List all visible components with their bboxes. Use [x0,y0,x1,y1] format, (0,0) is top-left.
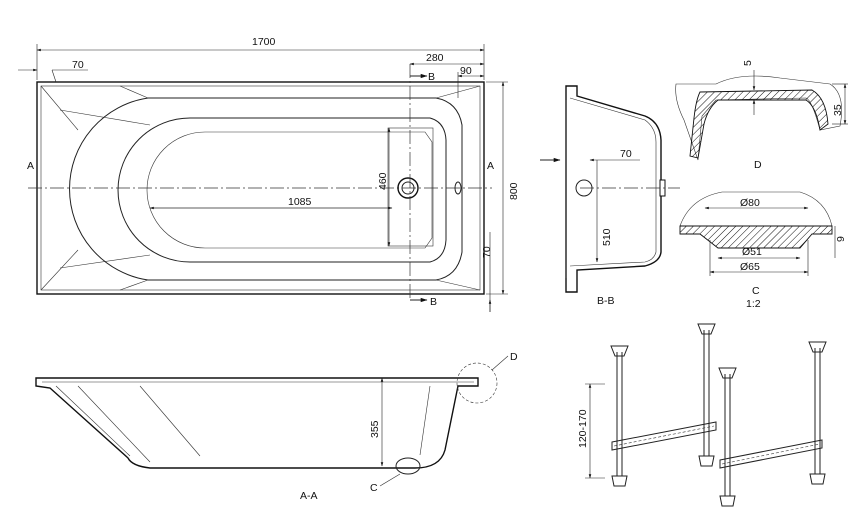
dim-70-right: 70 [481,246,493,258]
dim-800: 800 [508,182,520,200]
dim-c-80: Ø80 [740,197,760,209]
dim-460: 460 [377,172,389,190]
detail-c: Ø80 Ø51 Ø65 9 C 1:2 [679,191,847,310]
dim-bb-510: 510 [601,228,613,246]
dim-d-35: 35 [832,104,844,116]
plan-view: 1700 280 90 70 1085 B B A A 460 800 70 [18,36,520,312]
dim-bb-70: 70 [620,148,632,160]
dim-1700: 1700 [252,36,276,48]
view-d-title: D [754,159,762,171]
view-c-scale: 1:2 [746,298,761,310]
label-a-right: A [487,160,494,172]
dim-355: 355 [369,420,381,438]
dim-280: 280 [426,52,444,64]
dim-c-9: 9 [835,236,847,242]
dim-1085: 1085 [288,196,312,208]
dim-c-51: Ø51 [742,246,762,258]
view-c-title: C [752,285,760,297]
dim-d-5: 5 [742,60,754,66]
label-b-bottom: B [430,296,437,308]
dim-90: 90 [460,65,472,77]
dim-70-left: 70 [72,59,84,71]
dim-c-65: Ø65 [740,261,760,273]
section-bb: 70 510 B-B [540,85,680,307]
callout-c: C [370,482,378,494]
label-a-left: A [27,160,34,172]
view-bb-title: B-B [597,295,615,307]
section-aa: 355 D C A-A [35,351,518,502]
dim-leg-height: 120-170 [577,409,589,448]
callout-d: D [510,351,518,363]
legs-assembly: 120-170 [577,323,827,507]
detail-d: 5 35 D [675,60,848,171]
label-b-top: B [428,71,435,83]
view-aa-title: A-A [300,490,318,502]
